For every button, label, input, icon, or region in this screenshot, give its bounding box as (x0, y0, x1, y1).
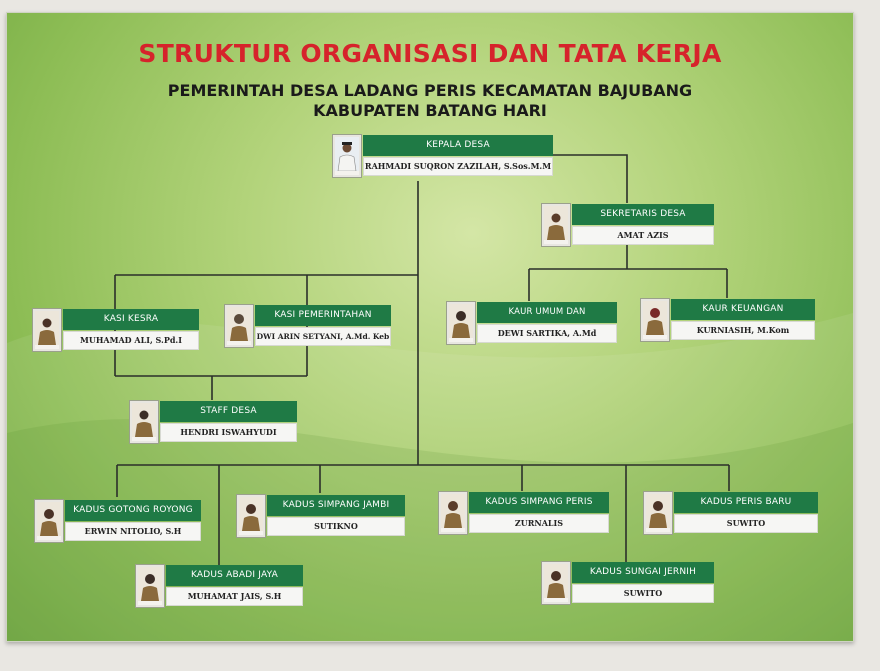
position-holder-name: SUWITO (572, 584, 714, 603)
portrait-photo (542, 204, 570, 246)
position-kaur-umum: KAUR UMUM DAN PERENCANAAN DEWI SARTIKA, … (447, 302, 617, 344)
position-holder-name: KURNIASIH, M.Kom (671, 321, 815, 340)
portrait-photo (439, 492, 467, 534)
position-holder-name: HENDRI ISWAHYUDI (160, 423, 297, 442)
position-title: KADUS ABADI JAYA (166, 565, 303, 586)
position-kadus-gotong-royong: KADUS GOTONG ROYONG ERWIN NITOLIO, S.H (35, 500, 201, 542)
position-kepala-desa: KEPALA DESA RAHMADI SUQRON ZAZILAH, S.So… (333, 135, 553, 177)
portrait-photo (447, 302, 475, 344)
position-holder-name: ZURNALIS (469, 514, 609, 533)
portrait-photo (35, 500, 63, 542)
org-chart-board: STRUKTUR ORGANISASI DAN TATA KERJA PEMER… (6, 12, 854, 642)
position-kadus-peris-baru: KADUS PERIS BARU SUWITO (644, 492, 818, 534)
position-title: KASI KESRA (63, 309, 199, 330)
chart-subtitle-2: KABUPATEN BATANG HARI (313, 101, 547, 120)
position-holder-name: ERWIN NITOLIO, S.H (65, 522, 201, 541)
position-title: SEKRETARIS DESA (572, 204, 714, 225)
portrait-photo (136, 565, 164, 607)
position-sekretaris-desa: SEKRETARIS DESA AMAT AZIS (542, 204, 714, 246)
portrait-photo (641, 299, 669, 341)
chart-subtitle-1: PEMERINTAH DESA LADANG PERIS KECAMATAN B… (167, 81, 693, 100)
portrait-photo (237, 495, 265, 537)
position-title: KADUS SIMPANG JAMBI (267, 495, 405, 516)
position-holder-name: MUHAMAT JAIS, S.H (166, 587, 303, 606)
position-holder-name: MUHAMAD ALI, S.Pd.I (63, 331, 199, 350)
portrait-photo (333, 135, 361, 177)
portrait-photo (130, 401, 158, 443)
position-title: KADUS GOTONG ROYONG (65, 500, 201, 521)
position-kadus-sungai-jernih: KADUS SUNGAI JERNIH SUWITO (542, 562, 714, 604)
position-holder-name: SUWITO (674, 514, 818, 533)
position-title: KASI PEMERINTAHAN (255, 305, 391, 326)
position-title: KEPALA DESA (363, 135, 553, 156)
position-title: KAUR UMUM DAN PERENCANAAN (477, 302, 617, 338)
position-kasi-kesra: KASI KESRA MUHAMAD ALI, S.Pd.I (33, 309, 199, 351)
position-holder-name: RAHMADI SUQRON ZAZILAH, S.Sos.M.M (363, 157, 553, 176)
position-title: KADUS PERIS BARU (674, 492, 818, 513)
position-kadus-abadi-jaya: KADUS ABADI JAYA MUHAMAT JAIS, S.H (136, 565, 303, 607)
portrait-photo (644, 492, 672, 534)
position-title: STAFF DESA (160, 401, 297, 422)
position-kadus-simpang-peris: KADUS SIMPANG PERIS ZURNALIS (439, 492, 609, 534)
chart-title: STRUKTUR ORGANISASI DAN TATA KERJA (138, 39, 722, 68)
connector-lines (114, 154, 730, 565)
position-holder-name: DWI ARIN SETYANI, A.Md. Keb (255, 327, 391, 346)
position-holder-name: SUTIKNO (267, 517, 405, 536)
position-holder-name: AMAT AZIS (572, 226, 714, 245)
position-title: KAUR KEUANGAN (671, 299, 815, 320)
portrait-photo (542, 562, 570, 604)
portrait-photo (33, 309, 61, 351)
position-kasi-pemerintahan: KASI PEMERINTAHAN DWI ARIN SETYANI, A.Md… (225, 305, 391, 347)
position-holder-name: DEWI SARTIKA, A.Md (477, 324, 617, 343)
position-kadus-simpang-jambi: KADUS SIMPANG JAMBI SUTIKNO (237, 495, 405, 537)
portrait-photo (225, 305, 253, 347)
position-title: KADUS SIMPANG PERIS (469, 492, 609, 513)
position-kaur-keuangan: KAUR KEUANGAN KURNIASIH, M.Kom (641, 299, 815, 341)
position-title: KADUS SUNGAI JERNIH (572, 562, 714, 583)
position-staff-desa: STAFF DESA HENDRI ISWAHYUDI (130, 401, 297, 443)
